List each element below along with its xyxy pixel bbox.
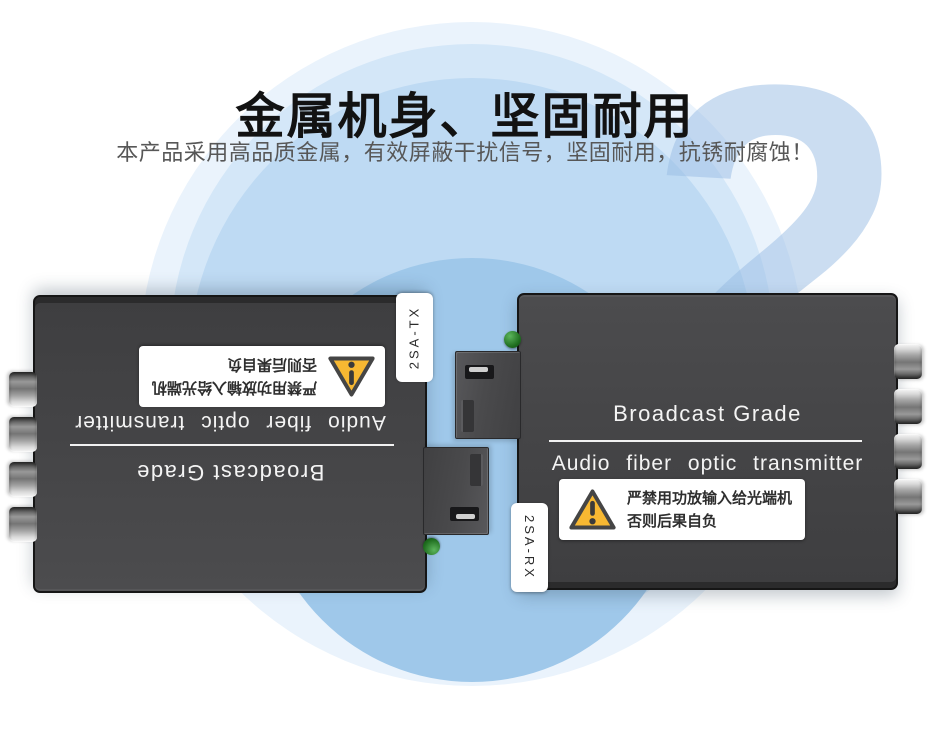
model-tag-text: 2SA-TX — [406, 305, 422, 370]
power-led-icon — [504, 331, 521, 348]
divider — [70, 444, 394, 446]
warning-text-line1: 严禁用功放输入给光端机 — [151, 379, 317, 397]
fiber-port-latch-icon — [461, 400, 474, 432]
rca-connector — [9, 372, 37, 407]
warning-label: 严禁用功放输入给光端机 否则后果自负 — [139, 346, 385, 407]
device-transmitter: Broadcast Grade Audio fiber optic transm… — [9, 293, 489, 593]
fiber-optic-port — [455, 351, 521, 439]
model-tag-text: 2SA-RX — [522, 515, 537, 580]
rca-connector — [894, 344, 922, 379]
warning-text-line2: 否则后果自负 — [627, 512, 718, 530]
fiber-port-slot-icon — [465, 365, 494, 379]
power-led-icon — [423, 538, 440, 555]
page-title: 金属机身、坚固耐用 — [235, 89, 695, 144]
warning-triangle-icon — [569, 489, 616, 530]
model-tag: 2SA-TX — [396, 293, 433, 382]
fiber-port-slot-icon — [450, 507, 479, 521]
warning-text-line1: 严禁用功放输入给光端机 — [627, 489, 793, 507]
rca-connector — [894, 479, 922, 514]
rca-connector — [9, 507, 37, 542]
warning-text-line2: 否则后果自负 — [226, 356, 317, 374]
warning-label: 严禁用功放输入给光端机 否则后果自负 — [559, 479, 805, 540]
rca-connector — [9, 462, 37, 497]
rca-connector — [9, 417, 37, 452]
rca-connector — [894, 434, 922, 469]
rca-connector — [894, 389, 922, 424]
model-tag: 2SA-RX — [511, 503, 548, 592]
warning-triangle-icon — [328, 356, 375, 397]
device-receiver: Broadcast Grade Audio fiber optic transm… — [455, 293, 922, 592]
fiber-optic-port — [423, 447, 489, 535]
device-product-text: Audio fiber optic transmitter — [74, 411, 386, 434]
device-grade-text: Broadcast Grade — [613, 401, 802, 426]
page-subtitle: 本产品采用高品质金属，有效屏蔽干扰信号，坚固耐用，抗锈耐腐蚀！ — [116, 140, 814, 165]
divider — [549, 440, 863, 442]
device-grade-text: Broadcast Grade — [135, 460, 325, 485]
fiber-port-latch-icon — [470, 454, 483, 486]
device-product-text: Audio fiber optic transmitter — [551, 452, 864, 475]
